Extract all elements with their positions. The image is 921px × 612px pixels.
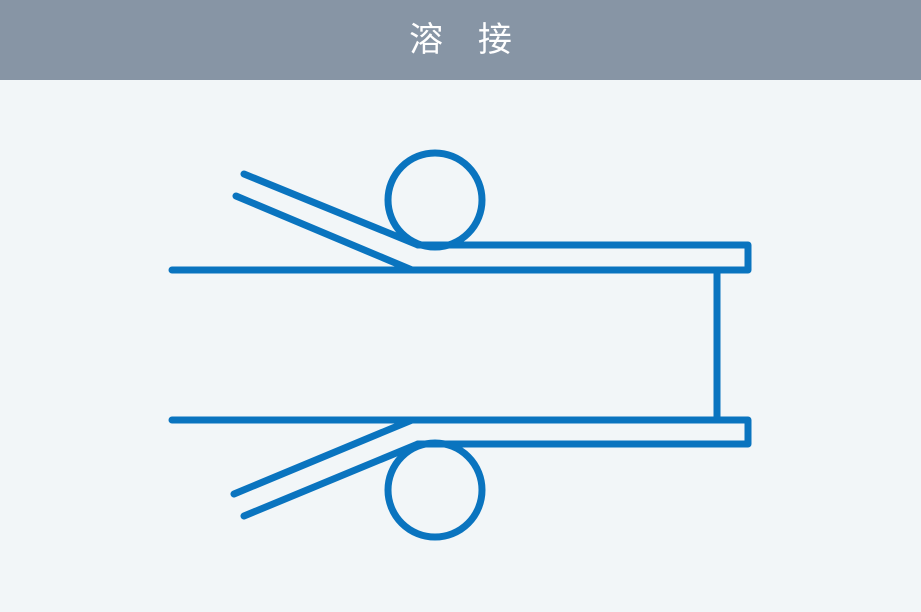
lower-plate-outline [408,416,752,448]
lower-roller [384,439,486,541]
upper-roller [384,149,486,251]
upper-strip-inner-edge [232,192,416,274]
lower-strip-outer-edge [240,440,422,520]
welding-process-diagram [168,149,752,541]
page-title: 溶 接 [409,20,524,60]
upper-strip-outer-edge [240,170,422,249]
header-bar: 溶 接 [0,0,921,80]
lower-strip-inner-edge [230,416,416,498]
upper-plate-outline [408,241,752,274]
